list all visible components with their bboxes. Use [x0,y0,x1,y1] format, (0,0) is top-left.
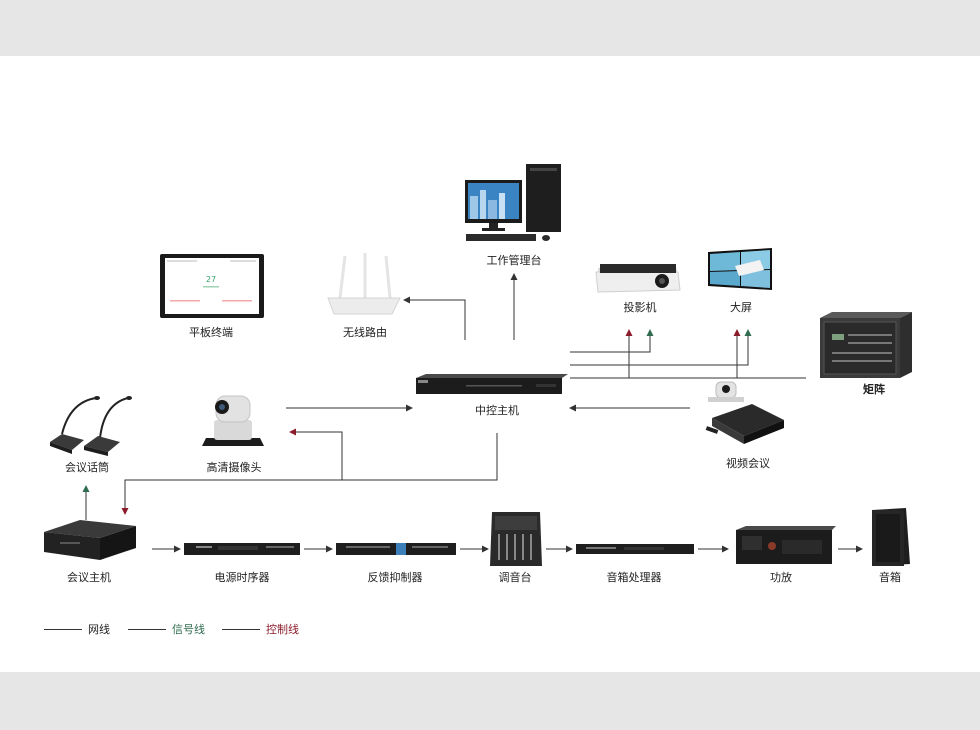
speaker-processor-label: 音箱处理器 [606,571,662,584]
amplifier-icon [736,526,836,564]
tablet-screen-value: 27 [206,275,216,284]
speaker-processor-icon [576,544,694,554]
feedback-suppressor-label: 反馈抑制器 [367,571,423,584]
workstation-label: 工作管理台 [486,254,542,267]
projector-label: 投影机 [623,301,657,314]
line-conf-control [121,433,498,515]
legend-signal-line [128,629,166,630]
amplifier-label: 功放 [770,571,792,584]
microphone-label: 会议话筒 [65,461,109,474]
legend-signal-label: 信号线 [172,623,205,636]
feedback-suppressor-icon [336,543,456,555]
line-host-to-screen-signal [570,329,752,366]
workstation-icon [465,164,561,241]
matrix-label: 矩阵 [863,383,885,396]
central-host-label: 中控主机 [475,404,519,417]
legend-network-label: 网线 [88,623,110,636]
big-screen-label: 大屏 [730,301,752,314]
conference-host-label: 会议主机 [67,571,111,584]
signal-lines [82,329,752,520]
tablet-icon: 27 [160,254,264,318]
camera-label: 高清摄像头 [206,461,262,474]
router-label: 无线路由 [343,326,387,339]
microphone-icon [50,396,132,456]
video-conference-label: 视频会议 [726,457,770,470]
legend-control-label: 控制线 [266,623,299,636]
network-lines [152,273,863,553]
mixer-label: 调音台 [498,571,532,584]
video-conference-icon [705,381,784,444]
control-lines [121,428,498,515]
line-host-to-router [403,296,466,340]
matrix-icon [820,312,912,378]
tablet-label: 平板终端 [189,326,233,339]
legend-control-line [222,629,260,630]
router-icon [327,253,401,315]
legend-network-line [44,629,82,630]
mixer-icon [490,512,542,566]
conference-host-icon [44,520,136,560]
speaker-label: 音箱 [879,571,901,584]
big-screen-icon [708,248,772,290]
power-sequencer-label: 电源时序器 [214,571,270,584]
camera-icon [202,395,264,446]
top-band [0,0,980,56]
power-sequencer-icon [184,543,300,555]
bottom-band [0,672,980,730]
central-host-icon [416,374,568,394]
line-host-to-projector-signal [570,329,654,353]
projector-icon [595,264,681,293]
speaker-icon [872,508,910,566]
line-camera-control [289,428,343,480]
